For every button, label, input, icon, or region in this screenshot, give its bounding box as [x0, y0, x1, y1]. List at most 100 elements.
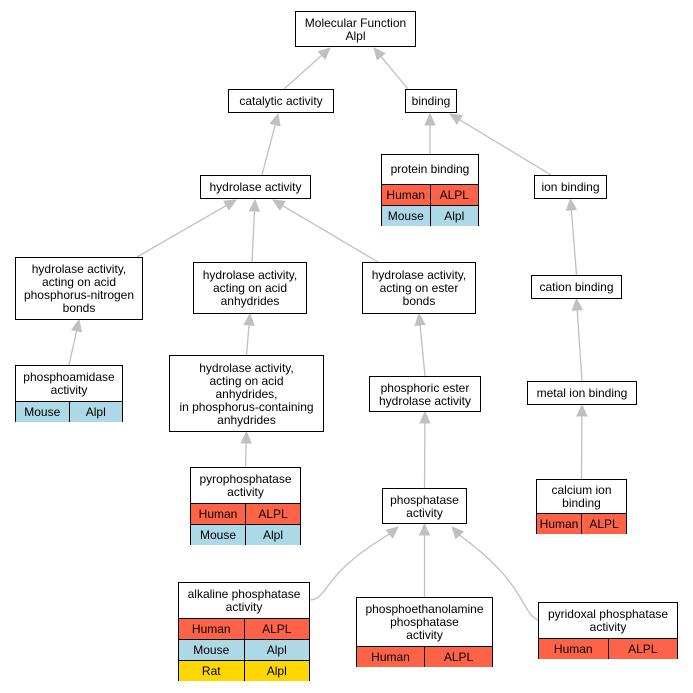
gene-cell: ALPL — [424, 647, 492, 667]
arrowhead-icon — [223, 199, 238, 211]
species-cell: Human — [553, 642, 593, 656]
species-cell: Mouse — [193, 643, 230, 657]
node-label: hydrolase activity, acting on ester bond… — [371, 268, 467, 308]
node-label: Molecular Function Alpl — [304, 15, 407, 43]
edge-hydrolase-p-anhydrides-to-hydrolase-anhydrides — [245, 324, 250, 356]
gene-cell: ALPL — [581, 514, 626, 534]
species-cell: Mouse — [24, 405, 61, 419]
arrowhead-icon — [373, 47, 386, 61]
edge-hydrolase-ester-to-hydrolase-activity — [282, 205, 379, 263]
node-label: hydrolase activity — [209, 180, 302, 194]
edge-hydrolase-p-n-to-hydrolase-activity — [136, 204, 227, 258]
node-label: ion binding — [541, 180, 600, 194]
gene-row-rat: Rat Alpl — [179, 660, 309, 681]
gene-cell: Alpl — [68, 402, 123, 422]
arrowhead-icon — [418, 522, 431, 536]
node-catalytic-activity[interactable]: catalytic activity — [228, 89, 334, 113]
edge-cation-binding-to-ion-binding — [570, 209, 578, 276]
edge-metal-ion-binding-to-cation-binding — [576, 309, 583, 382]
arrowhead-icon — [70, 318, 83, 333]
node-label: calcium ion binding — [551, 482, 612, 510]
gene-cell: Alpl — [245, 525, 300, 545]
gene-row-human: Human ALPL — [357, 646, 492, 667]
node-label: catalytic activity — [239, 94, 323, 108]
arrowhead-icon — [317, 47, 331, 60]
edge-hydrolase-anhydrides-to-hydrolase-activity — [251, 210, 256, 263]
node-molecular-function[interactable]: Molecular Function Alpl — [295, 11, 416, 47]
gene-row-human: Human ALPL — [191, 503, 300, 524]
node-binding[interactable]: binding — [405, 89, 457, 113]
species-cell: Human — [386, 188, 426, 202]
gene-row-mouse: Mouse Alpl — [191, 524, 300, 545]
species-cell: Mouse — [387, 209, 424, 223]
node-hydrolase-p-n[interactable]: hydrolase activity, acting on acid phosp… — [15, 257, 143, 320]
node-hydrolase-ester[interactable]: hydrolase activity, acting on ester bond… — [362, 262, 476, 314]
node-label: metal ion binding — [536, 386, 628, 400]
node-label: phosphoethanolamine phosphatase activity — [365, 601, 484, 642]
node-ion-binding[interactable]: ion binding — [534, 175, 607, 199]
node-metal-ion-binding[interactable]: metal ion binding — [527, 381, 637, 405]
node-label: cation binding — [539, 280, 614, 294]
node-hydrolase-p-anhydrides[interactable]: hydrolase activity, acting on acid anhyd… — [169, 355, 324, 432]
node-label: alkaline phosphatase activity — [187, 586, 301, 614]
arrowhead-icon — [248, 198, 261, 212]
gene-row-mouse: Mouse Alpl — [382, 205, 478, 226]
arrowhead-icon — [571, 297, 584, 311]
gene-cell: Alpl — [429, 206, 479, 226]
gene-cell: Alpl — [243, 661, 310, 681]
edge-alkaline-phosphatase-to-phosphatase — [309, 533, 390, 601]
edge-hydrolase-activity-to-catalytic-activity — [261, 124, 276, 176]
gene-cell: ALPL — [243, 619, 310, 639]
arrowhead-icon — [565, 197, 578, 211]
arrowhead-icon — [385, 526, 399, 539]
node-label: protein binding — [390, 162, 470, 176]
node-phosphoethanolamine[interactable]: phosphoethanolamine phosphatase activity… — [356, 597, 493, 667]
node-cation-binding[interactable]: cation binding — [531, 275, 622, 299]
species-cell: Rat — [201, 664, 221, 678]
species-cell: Mouse — [199, 528, 237, 542]
node-phosphatase[interactable]: phosphatase activity — [382, 488, 467, 524]
node-label: hydrolase activity, acting on acid anhyd… — [202, 268, 298, 308]
node-label: hydrolase activity, acting on acid phosp… — [23, 262, 135, 315]
arrowhead-icon — [243, 312, 255, 326]
node-label: phosphoric ester hydrolase activity — [378, 380, 472, 408]
species-cell: Human — [371, 650, 410, 664]
edge-catalytic-activity-to-molecular-function — [283, 54, 323, 90]
node-label: pyrophosphatase activity — [199, 471, 292, 499]
arrowhead-icon — [419, 410, 431, 424]
gene-cell: ALPL — [429, 185, 479, 205]
species-cell: Human — [198, 507, 238, 521]
edge-phosphoamidase-to-hydrolase-p-n — [68, 330, 78, 366]
edge-ion-binding-to-binding — [459, 119, 552, 176]
node-label: phosphoamidase activity — [23, 369, 115, 397]
arrowhead-icon — [448, 113, 463, 125]
node-label: binding — [411, 94, 451, 108]
arrowhead-icon — [271, 199, 286, 211]
node-label: hydrolase activity, acting on acid anhyd… — [179, 360, 314, 427]
arrowhead-icon — [576, 403, 588, 417]
edge-pyridoxal-phosphatase-to-phosphatase — [459, 534, 539, 621]
node-hydrolase-activity[interactable]: hydrolase activity — [200, 175, 311, 199]
arrowhead-icon — [451, 526, 465, 540]
species-cell: Human — [539, 517, 579, 531]
gene-row-mouse: Mouse Alpl — [16, 401, 122, 422]
arrowhead-icon — [424, 112, 436, 126]
node-phosphoric-ester[interactable]: phosphoric ester hydrolase activity — [369, 376, 481, 412]
edge-binding-to-molecular-function — [380, 56, 409, 90]
node-hydrolase-anhydrides[interactable]: hydrolase activity, acting on acid anhyd… — [193, 262, 307, 314]
edge-phosphoric-ester-to-hydrolase-ester — [419, 324, 426, 377]
edge-pyrophosphatase-to-hydrolase-p-anhydrides — [244, 442, 247, 468]
gene-cell: ALPL — [245, 504, 300, 524]
